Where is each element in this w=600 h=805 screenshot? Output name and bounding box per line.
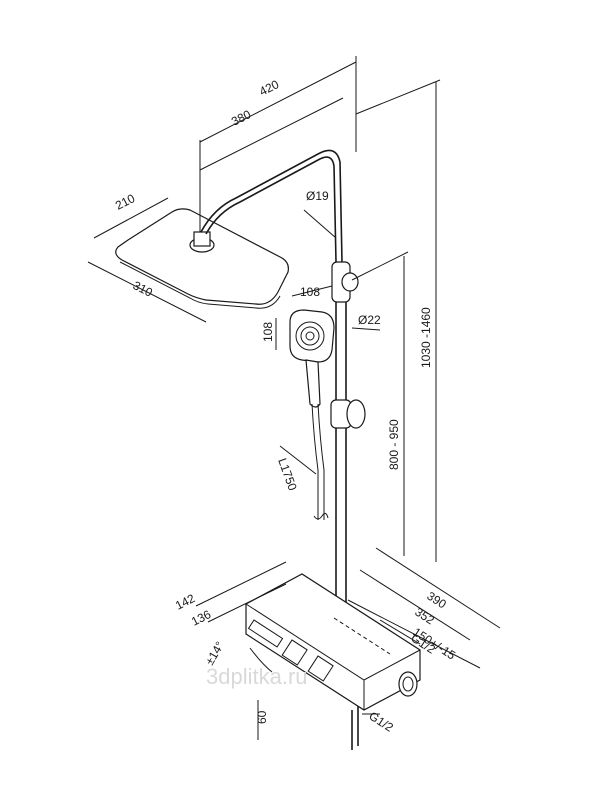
dim-depth-inner: 136 [189, 607, 213, 629]
dim-width-inner: 352 [412, 605, 437, 628]
dim-arm-inner: 380 [229, 107, 253, 129]
hand-shower [289, 309, 335, 408]
dim-drop: 60 [255, 710, 269, 724]
dim-total-height: 1030 -1460 [419, 307, 433, 368]
dim-slide-range: 800 - 950 [387, 419, 401, 470]
dim-head-depth: 210 [113, 191, 137, 213]
thermostat-body [245, 573, 421, 750]
dim-hose-length: L1750 [275, 456, 300, 492]
shower-arm [200, 149, 343, 263]
dim-depth-outer: 142 [173, 591, 197, 613]
dim-bar-dia: Ø22 [358, 313, 381, 327]
dimension-lines [87, 56, 501, 740]
dim-hand-width: 108 [300, 285, 320, 299]
dim-arm-outer: 420 [257, 77, 281, 99]
dim-pipe-dia: Ø19 [306, 189, 329, 203]
hose [311, 403, 329, 520]
dim-head-width: 310 [131, 278, 155, 300]
dim-thread-bottom: G1/2 [366, 709, 396, 735]
watermark: 3dplitka.ru [206, 664, 308, 689]
riser-bar [330, 261, 366, 612]
rain-shower-head [115, 208, 289, 309]
temperature-knob [398, 671, 418, 697]
dim-hand-height: 108 [261, 322, 275, 342]
